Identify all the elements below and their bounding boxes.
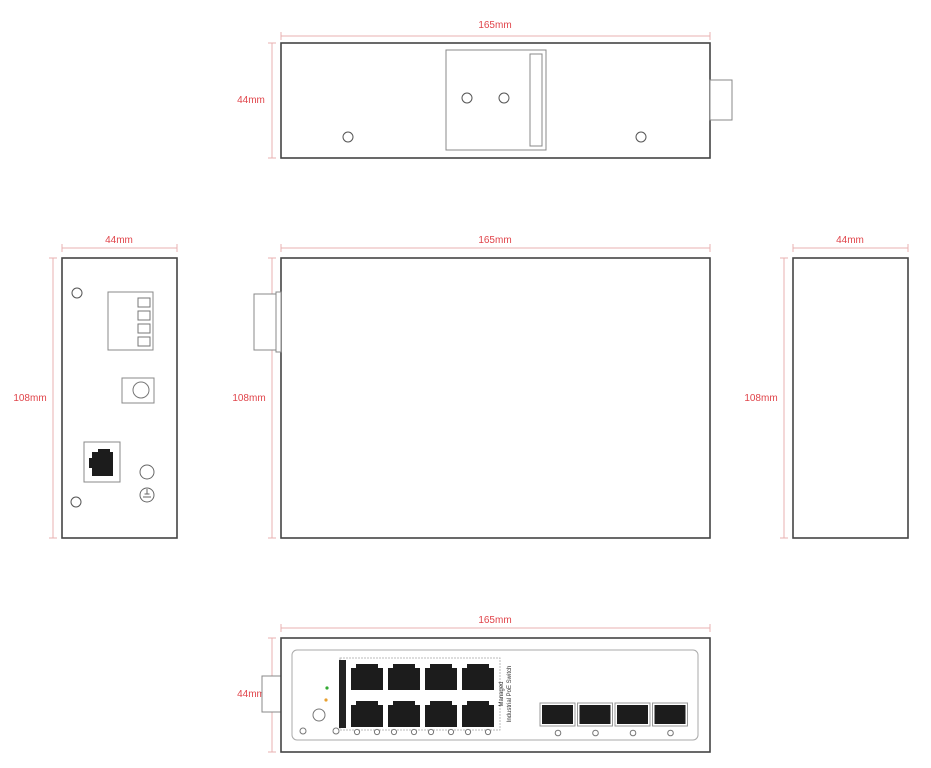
front-panel-view: 165mm 44mm Managed Industrial PoE Switch xyxy=(237,615,711,753)
dimension-label-width: 44mm xyxy=(237,95,265,106)
terminal-connector-base xyxy=(275,291,282,353)
sfp-led xyxy=(667,729,674,737)
dimension-label-height: 108mm xyxy=(232,393,265,404)
dimension-line-length-front xyxy=(280,624,711,632)
rj45-port xyxy=(425,664,457,690)
rj45-port xyxy=(462,664,494,690)
product-name-line1: Managed xyxy=(499,681,505,706)
sfp-port xyxy=(579,705,611,724)
sfp-port xyxy=(542,705,573,724)
dimension-label-width: 44mm xyxy=(105,235,133,246)
left-side-view: 44mm 108mm xyxy=(13,235,178,539)
dimension-label-length: 165mm xyxy=(478,235,511,246)
port-led xyxy=(484,728,492,736)
din-rail-spring xyxy=(529,53,543,147)
dimension-line-width-left xyxy=(61,244,178,252)
rj45-port xyxy=(388,701,420,727)
port-led xyxy=(427,728,435,736)
port-led xyxy=(410,728,418,736)
main-view-body xyxy=(280,257,711,539)
dimension-line-width-right xyxy=(792,244,909,252)
rj45-port xyxy=(425,701,457,727)
right-side-view: 44mm 108mm xyxy=(744,235,909,539)
poe-label-strip xyxy=(339,660,346,728)
sfp-led xyxy=(592,729,599,737)
sfp-led xyxy=(554,729,562,737)
right-panel-body xyxy=(792,257,909,539)
port-led xyxy=(464,728,472,736)
product-name-line2: Industrial PoE Switch xyxy=(507,666,513,723)
terminal-connector xyxy=(261,675,282,713)
led-indicators xyxy=(299,686,340,735)
terminal-connector xyxy=(709,79,733,121)
sfp-port xyxy=(617,705,648,724)
main-side-view: 165mm 108mm xyxy=(232,235,711,539)
dimension-label-length: 165mm xyxy=(478,615,511,626)
screw-icon xyxy=(342,92,647,143)
port-led xyxy=(373,728,381,736)
terminal-connector xyxy=(253,293,277,351)
dimension-label-height: 108mm xyxy=(13,393,46,404)
rj45-port xyxy=(351,701,383,727)
screw-icon xyxy=(70,287,83,508)
sfp-led xyxy=(629,729,637,737)
ground-icon xyxy=(139,464,155,503)
rj45-port xyxy=(351,664,383,690)
console-port xyxy=(89,449,113,476)
rj45-port xyxy=(462,701,494,727)
rj45-ports xyxy=(351,664,494,736)
dimension-line-width-top xyxy=(268,42,276,159)
dimension-line-length-main xyxy=(280,244,711,252)
rj45-port xyxy=(388,664,420,690)
reset-button-circle xyxy=(312,708,326,722)
dimension-line-height-left xyxy=(49,257,57,539)
sfp-port xyxy=(654,705,686,724)
dimension-label-width: 44mm xyxy=(237,689,265,700)
dimension-label-width: 44mm xyxy=(836,235,864,246)
dimension-label-length: 165mm xyxy=(478,20,511,31)
sfp-ports xyxy=(539,702,688,737)
top-view: 165mm 44mm xyxy=(237,20,733,159)
dimension-label-height: 108mm xyxy=(744,393,777,404)
dimension-line-length-top xyxy=(280,32,711,40)
dimension-line-height-right xyxy=(780,257,788,539)
port-led xyxy=(390,728,398,736)
port-led xyxy=(353,728,361,736)
port-led xyxy=(447,728,455,736)
